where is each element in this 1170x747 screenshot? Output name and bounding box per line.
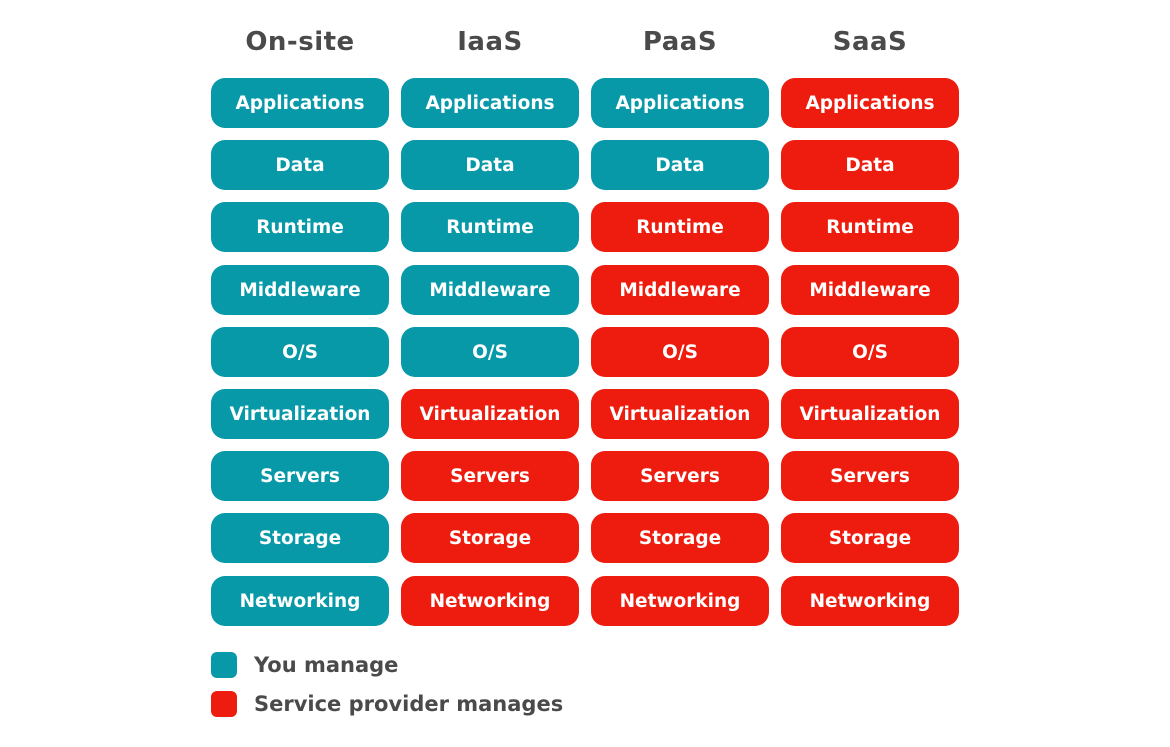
legend-provider-manages: Service provider manages — [211, 691, 563, 717]
cell-saas-applications: Applications — [781, 78, 959, 128]
legend-label-you-manage: You manage — [254, 653, 399, 677]
cell-paas-networking: Networking — [591, 576, 769, 626]
cell-saas-servers: Servers — [781, 451, 959, 501]
cell-on-site-o-s: O/S — [211, 327, 389, 377]
cell-iaas-storage: Storage — [401, 513, 579, 563]
cell-saas-virtualization: Virtualization — [781, 389, 959, 439]
legend-swatch-you-manage — [211, 652, 237, 678]
cell-iaas-runtime: Runtime — [401, 202, 579, 252]
legend-swatch-provider-manages — [211, 691, 237, 717]
cell-saas-data: Data — [781, 140, 959, 190]
cell-paas-virtualization: Virtualization — [591, 389, 769, 439]
cell-paas-storage: Storage — [591, 513, 769, 563]
cell-on-site-virtualization: Virtualization — [211, 389, 389, 439]
cell-on-site-storage: Storage — [211, 513, 389, 563]
column-header-paas: PaaS — [642, 27, 718, 57]
cell-iaas-middleware: Middleware — [401, 265, 579, 315]
cell-paas-applications: Applications — [591, 78, 769, 128]
cell-iaas-data: Data — [401, 140, 579, 190]
cell-iaas-servers: Servers — [401, 451, 579, 501]
cell-iaas-networking: Networking — [401, 576, 579, 626]
cell-on-site-middleware: Middleware — [211, 265, 389, 315]
cell-on-site-networking: Networking — [211, 576, 389, 626]
cell-on-site-data: Data — [211, 140, 389, 190]
cell-iaas-virtualization: Virtualization — [401, 389, 579, 439]
column-header-saas: SaaS — [832, 27, 908, 57]
cell-paas-o-s: O/S — [591, 327, 769, 377]
column-header-on-site: On-site — [245, 27, 355, 57]
legend-label-provider-manages: Service provider manages — [254, 692, 564, 716]
cell-on-site-applications: Applications — [211, 78, 389, 128]
cell-paas-servers: Servers — [591, 451, 769, 501]
cell-saas-networking: Networking — [781, 576, 959, 626]
cell-on-site-runtime: Runtime — [211, 202, 389, 252]
cell-saas-middleware: Middleware — [781, 265, 959, 315]
cell-paas-runtime: Runtime — [591, 202, 769, 252]
cell-saas-storage: Storage — [781, 513, 959, 563]
cell-iaas-applications: Applications — [401, 78, 579, 128]
column-header-iaas: IaaS — [457, 27, 523, 57]
cell-saas-runtime: Runtime — [781, 202, 959, 252]
legend-you-manage: You manage — [211, 652, 398, 678]
cell-iaas-o-s: O/S — [401, 327, 579, 377]
cell-on-site-servers: Servers — [211, 451, 389, 501]
cell-paas-data: Data — [591, 140, 769, 190]
cell-saas-o-s: O/S — [781, 327, 959, 377]
cell-paas-middleware: Middleware — [591, 265, 769, 315]
